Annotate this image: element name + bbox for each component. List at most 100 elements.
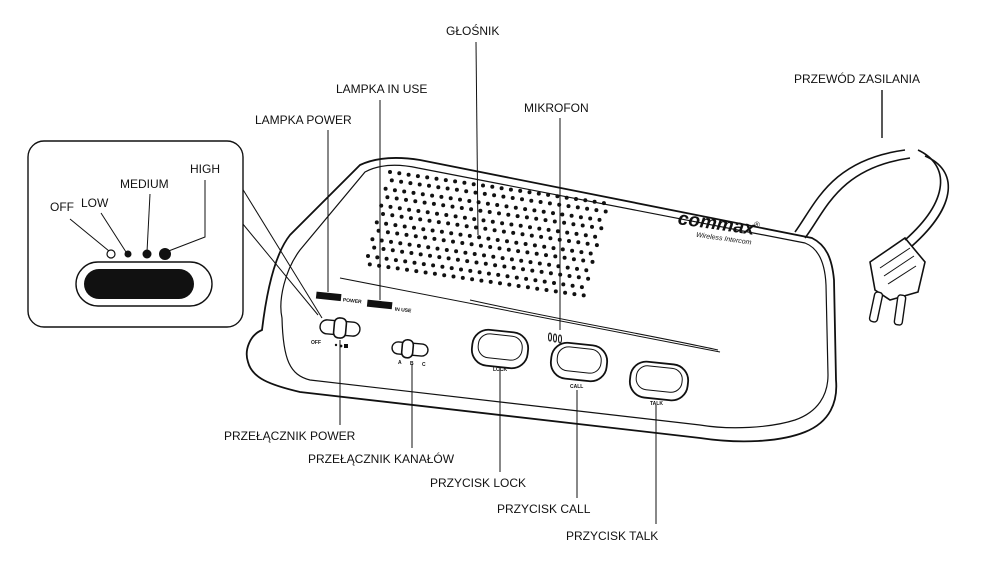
power-switch[interactable]: OFF xyxy=(311,317,361,348)
speaker-hole xyxy=(381,247,386,251)
speaker-hole xyxy=(576,275,581,280)
speaker-hole xyxy=(406,172,411,177)
speaker-hole xyxy=(491,254,496,259)
label-channel-switch: PRZEŁĄCZNIK KANAŁÓW xyxy=(308,451,455,466)
speaker-hole xyxy=(502,264,507,269)
speaker-hole xyxy=(561,282,566,287)
speaker-hole xyxy=(469,242,474,247)
speaker-hole xyxy=(478,208,483,213)
speaker-hole xyxy=(576,240,581,245)
speaker-hole xyxy=(403,259,408,264)
speaker-hole xyxy=(546,227,551,232)
speaker-hole xyxy=(394,196,399,201)
speaker-hole xyxy=(388,170,392,174)
speaker-hole xyxy=(440,264,445,269)
speaker-hole xyxy=(553,254,558,259)
speaker-hole xyxy=(562,255,567,260)
speaker-hole xyxy=(507,282,512,287)
speaker-hole xyxy=(395,266,400,271)
brand-logo: commax ® Wireless Intercom xyxy=(677,208,761,246)
speaker-hole xyxy=(527,190,532,195)
speaker-hole xyxy=(383,186,388,191)
brand-registered-mark: ® xyxy=(753,220,760,230)
speaker-hole xyxy=(564,195,569,200)
speaker-hole xyxy=(374,220,379,225)
speaker-hole xyxy=(384,256,389,261)
speaker-hole xyxy=(423,235,428,240)
microphone-holes xyxy=(548,332,562,344)
speaker-hole xyxy=(511,265,516,270)
speaker-hole xyxy=(393,258,398,263)
speaker-hole xyxy=(603,209,608,214)
speaker-hole xyxy=(423,270,428,275)
speaker-hole xyxy=(583,233,588,238)
speaker-hole xyxy=(520,197,524,202)
speaker-hole xyxy=(580,223,585,228)
speaker-hole xyxy=(497,246,502,251)
speaker-hole xyxy=(555,194,560,199)
speaker-hole xyxy=(518,223,523,228)
speaker-hole xyxy=(542,279,547,284)
speaker-hole xyxy=(486,236,491,241)
speaker-hole xyxy=(455,222,460,227)
speaker-hole xyxy=(563,290,568,295)
call-button[interactable]: CALL xyxy=(549,341,609,390)
speaker-hole xyxy=(385,230,390,235)
speaker-hole xyxy=(509,222,514,227)
speaker-hole xyxy=(532,243,537,248)
speaker-hole xyxy=(384,221,389,226)
speaker-hole xyxy=(524,215,529,220)
speaker-hole xyxy=(490,219,495,224)
speaker-hole xyxy=(566,204,571,209)
speaker-hole xyxy=(525,250,530,255)
speaker-hole xyxy=(388,204,393,209)
speaker-hole xyxy=(537,226,542,231)
speaker-hole xyxy=(393,223,398,228)
speaker-hole xyxy=(532,208,537,213)
speaker-hole xyxy=(533,278,538,283)
speaker-hole xyxy=(516,284,521,288)
speaker-hole xyxy=(562,220,567,225)
speaker-hole xyxy=(470,277,475,282)
inset-slider-knob xyxy=(84,269,194,299)
channel-switch[interactable]: A B C xyxy=(391,338,429,368)
speaker-hole xyxy=(552,281,556,285)
speaker-hole xyxy=(450,204,455,209)
speaker-hole xyxy=(485,201,490,206)
speaker-hole xyxy=(412,225,416,230)
speaker-hole xyxy=(446,256,451,261)
speaker-hole xyxy=(594,243,599,248)
channel-a-text: A xyxy=(398,360,402,366)
speaker-hole xyxy=(367,262,372,267)
lock-button[interactable]: LOCK xyxy=(470,328,530,373)
talk-button[interactable]: TALK xyxy=(628,360,690,407)
speaker-hole xyxy=(435,246,440,251)
speaker-hole xyxy=(500,221,505,226)
high-indicator-icon xyxy=(159,248,171,260)
speaker-hole xyxy=(590,224,594,229)
speaker-hole xyxy=(417,182,422,187)
speaker-hole xyxy=(389,239,393,244)
speaker-hole xyxy=(427,218,432,223)
speaker-hole xyxy=(497,211,501,216)
speaker-hole xyxy=(474,225,478,230)
speaker-hole xyxy=(537,261,542,266)
speaker-hole xyxy=(474,260,479,265)
speaker-hole xyxy=(366,254,370,258)
speaker-hole xyxy=(483,261,488,266)
speaker-hole xyxy=(478,243,483,248)
speaker-hole xyxy=(435,211,439,216)
speaker-hole xyxy=(441,238,446,243)
speaker-hole xyxy=(397,206,402,211)
speaker-hole xyxy=(592,199,597,204)
speaker-hole xyxy=(601,201,606,206)
speaker-hole xyxy=(375,255,380,260)
speaker-hole xyxy=(402,224,407,229)
speaker-hole xyxy=(529,233,534,238)
power-lamp-text: POWER xyxy=(343,297,363,305)
speaker-hole xyxy=(571,222,576,227)
speaker-hole xyxy=(416,243,421,248)
speaker-hole xyxy=(574,231,579,236)
speaker-hole xyxy=(463,250,468,255)
